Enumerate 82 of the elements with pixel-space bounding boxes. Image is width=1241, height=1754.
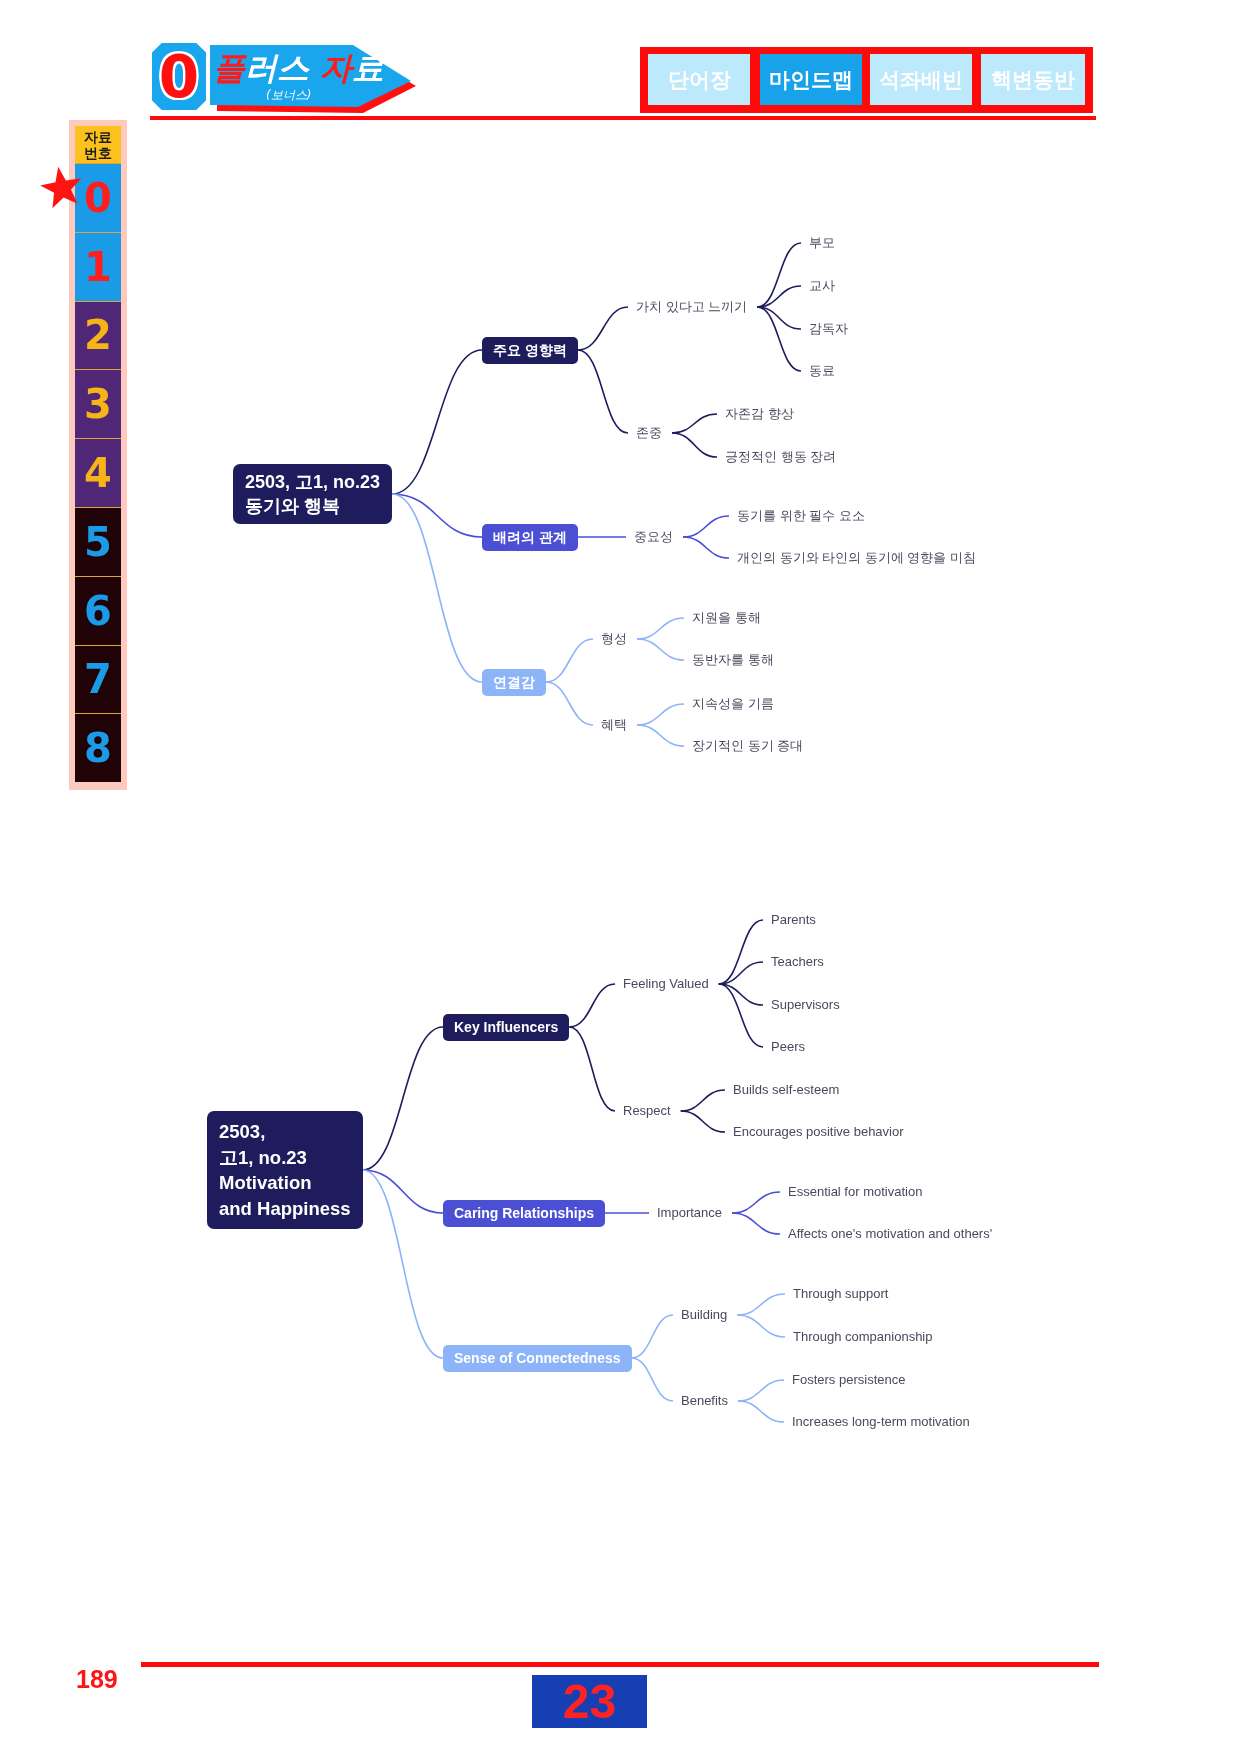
nav-tab: 석좌배빈 [870, 54, 972, 105]
branch-line [756, 306, 802, 372]
topic-box: Caring Relationships [443, 1199, 606, 1227]
nav-tab: 단어장 [648, 54, 750, 105]
topic-text: 지속성을 기름 [684, 695, 784, 713]
topic-text: 교사 [801, 277, 845, 295]
topic-box: 배려의 관계 [482, 523, 578, 551]
sidebar-number-tab: 1 [75, 231, 121, 301]
topic-box: Sense of Connectedness [443, 1344, 632, 1372]
branch-line [682, 536, 730, 559]
topic-text: 개인의 동기와 타인의 동기에 영향을 미침 [729, 549, 987, 567]
topic-text: Feeling Valued [615, 975, 719, 993]
topic-text: Affects one's motivation and others' [780, 1225, 1003, 1243]
branch-line [361, 1169, 444, 1359]
topic-text: 존중 [628, 424, 672, 442]
sidebar-number-tab: 8 [75, 713, 121, 783]
branch-line [577, 349, 629, 434]
root-topic-box: 2503, 고1, no.23 Motivation and Happiness [207, 1111, 363, 1229]
topic-text: 중요성 [626, 528, 683, 546]
topic-text: Through companionship [785, 1328, 943, 1346]
topic-text: 가치 있다고 느끼기 [628, 298, 758, 316]
topic-text: Supervisors [763, 996, 850, 1014]
topic-text: Importance [649, 1204, 733, 1222]
sidebar-number-tab: 5 [75, 507, 121, 576]
topic-text: Benefits [673, 1392, 738, 1410]
topic-text: 자존감 향상 [717, 405, 804, 423]
branch-line [756, 306, 802, 330]
root-topic-box: 2503, 고1, no.23 동기와 행복 [233, 464, 393, 524]
page-number-box: 23 [532, 1675, 647, 1728]
sidebar-number-tab: 2 [75, 300, 121, 370]
topic-text: Encourages positive behavior [725, 1123, 914, 1141]
branch-line [679, 1110, 726, 1133]
branch-line [604, 1212, 650, 1214]
sidebar-number-tab: 0 [75, 163, 121, 232]
sidebar-number-tab: 6 [75, 575, 121, 645]
branch-line [630, 1357, 674, 1402]
topic-text: 동기를 위한 필수 요소 [729, 507, 875, 525]
branch-line [717, 983, 764, 1048]
topic-text: 장기적인 동기 증대 [684, 737, 814, 755]
branch-line [577, 306, 629, 351]
topic-text: Through support [785, 1285, 899, 1303]
topic-text: 지원을 통해 [684, 609, 771, 627]
branch-line [545, 681, 594, 726]
topic-text: 형성 [593, 630, 637, 648]
branch-line [568, 1026, 616, 1112]
topic-text: Increases long-term motivation [784, 1413, 980, 1431]
branch-line [731, 1212, 781, 1235]
branch-line [391, 493, 483, 683]
sidebar-header: 자료 번호 [75, 126, 121, 163]
topic-text: 혜택 [593, 716, 637, 734]
banner-subtitle: (보너스) [266, 88, 312, 103]
topic-box: 연결감 [482, 668, 546, 696]
sidebar-number-tab: 7 [75, 644, 121, 714]
topic-text: Teachers [763, 953, 834, 971]
branch-line [568, 983, 616, 1028]
sidebar-number-tab: 4 [75, 438, 121, 507]
arrow-banner [208, 44, 417, 115]
branch-line [671, 432, 718, 458]
branch-line [636, 724, 685, 747]
topic-text: Builds self-esteem [725, 1081, 850, 1099]
branch-line [736, 1314, 786, 1338]
sidebar-number-tab: 3 [75, 369, 121, 439]
branch-line [577, 536, 627, 538]
topic-text: Building [673, 1306, 738, 1324]
branch-line [636, 638, 685, 661]
topic-text: 긍정적인 행동 장려 [717, 448, 847, 466]
topic-text: Parents [763, 911, 826, 929]
topic-text: Peers [763, 1038, 815, 1056]
topic-text: 동료 [801, 362, 845, 380]
topic-box: Key Influencers [443, 1013, 570, 1041]
branch-line [737, 1400, 785, 1423]
nav-tab: 핵변동반 [981, 54, 1085, 105]
page-count-text: 189 [76, 1664, 118, 1694]
topic-text: Fosters persistence [784, 1371, 916, 1389]
topic-box: 주요 영향력 [482, 336, 578, 364]
active-nav-tab: 마인드맵 [760, 54, 862, 105]
topic-text: Respect [615, 1102, 681, 1120]
topic-text: 동반자를 통해 [684, 651, 784, 669]
number-tile: 0 [152, 43, 206, 110]
topic-text: 부모 [801, 234, 845, 252]
topic-text: 감독자 [801, 320, 858, 338]
topic-text: Essential for motivation [780, 1183, 933, 1201]
